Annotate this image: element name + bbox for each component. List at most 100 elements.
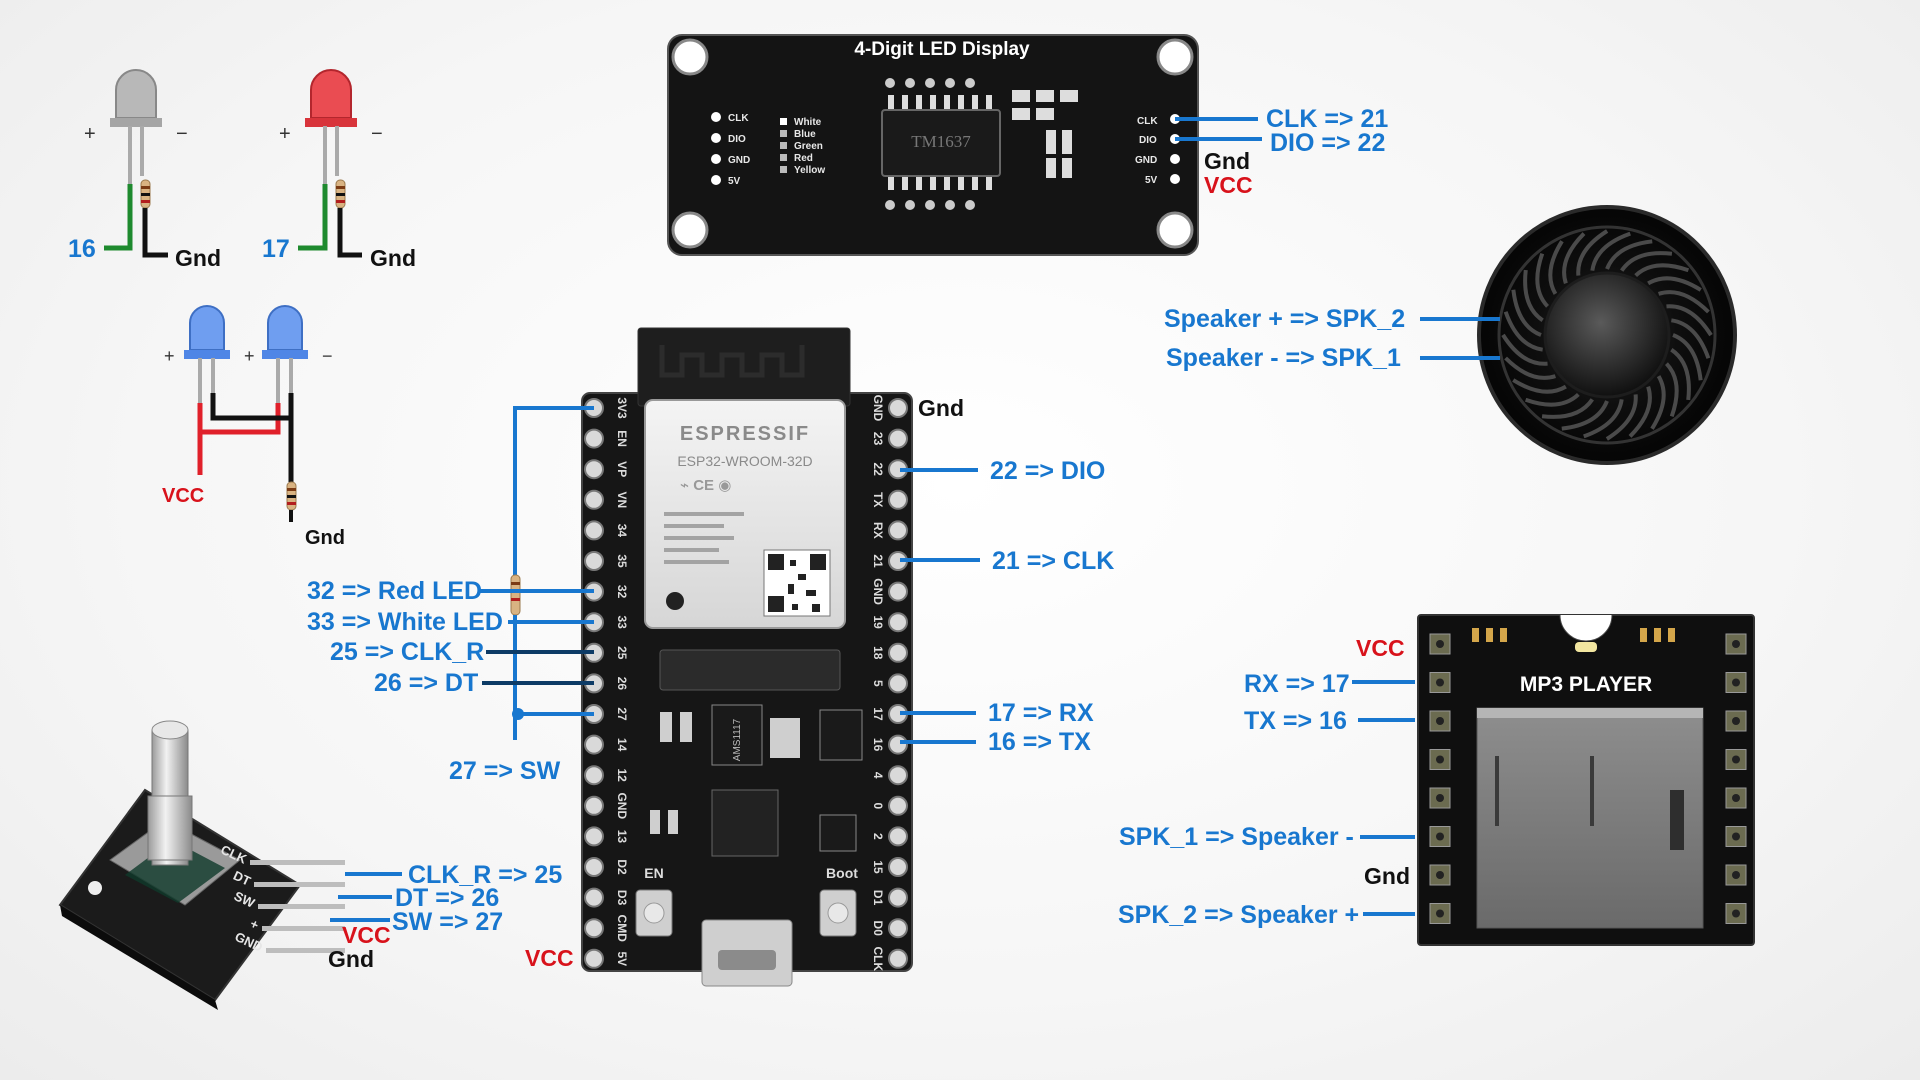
speaker-minus-label: Speaker - => SPK_1	[1166, 344, 1401, 372]
legend-green: Green	[794, 141, 823, 152]
speaker-ridge	[1647, 276, 1702, 292]
esp-left-pin	[584, 734, 604, 755]
esp-left-pin	[584, 489, 604, 510]
esp-left-pin-label: D3	[615, 890, 629, 906]
esp-right-pin	[888, 612, 908, 633]
led-icon	[267, 305, 303, 351]
esp-right-pin	[888, 826, 908, 847]
legend-blue: Blue	[794, 129, 816, 140]
mount-hole-icon	[671, 38, 709, 76]
encoder-vcc-label: VCC	[342, 922, 391, 948]
display-vcc-label: VCC	[1204, 172, 1253, 198]
esp-label-27: 27 => SW	[449, 757, 561, 785]
speaker-ridge	[1628, 385, 1652, 438]
blue-led-pair: + + −	[164, 305, 333, 403]
esp-left-pin	[584, 795, 604, 816]
esp-left-pin-label: 12	[615, 769, 629, 783]
speaker-ridge	[1561, 400, 1609, 431]
esp-brand: ESPRESSIF	[680, 423, 810, 445]
esp-right-pin-label: D0	[871, 921, 885, 937]
mp3-player-module: MP3 PLAYER	[1417, 614, 1755, 946]
esp-left-pin-label: GND	[615, 792, 629, 819]
esp-right-pin-label: 18	[871, 646, 885, 660]
esp-right-pin-label: 16	[871, 738, 885, 752]
legend-white: White	[794, 117, 822, 128]
display-pin-clk: CLK	[728, 113, 749, 124]
led-plus: +	[164, 346, 175, 366]
esp-left-pin-label: 5V	[615, 951, 629, 966]
esp-left-pin-label: 3V3	[615, 397, 629, 419]
mount-hole-icon	[1156, 38, 1194, 76]
esp-right-pin-label: 19	[871, 616, 885, 630]
esp-right-pin	[888, 398, 908, 418]
encoder-gnd-label: Gnd	[328, 946, 374, 972]
esp-right-pin	[888, 795, 908, 816]
esp-right-pin-label: 21	[871, 554, 885, 568]
esp-right-pin	[888, 857, 908, 877]
esp-right-pin-label: GND	[871, 578, 885, 605]
encoder-pin	[250, 860, 345, 865]
speaker-ridge	[1576, 229, 1609, 276]
esp-label-32: 32 => Red LED	[307, 577, 482, 605]
esp-right-pin	[888, 489, 908, 510]
mp3-rx-label: RX => 17	[1244, 670, 1350, 698]
blue-led-gnd: Gnd	[305, 527, 345, 549]
esp-right-pin-label: TX	[871, 492, 885, 507]
speaker-ridge	[1670, 348, 1691, 401]
mp3-spk2-label: SPK_2 => Speaker +	[1118, 901, 1359, 929]
blue-led-vcc: VCC	[162, 485, 204, 507]
esp-gnd-label: Gnd	[918, 395, 964, 421]
speaker-ridge	[1590, 231, 1631, 272]
speaker-ridge	[1634, 263, 1690, 278]
speaker-ridge	[1666, 304, 1713, 337]
esp-left-pin	[584, 520, 604, 541]
esp-left-pin	[584, 551, 604, 571]
esp-left-pin-label: EN	[615, 430, 629, 447]
speaker-ridge	[1670, 318, 1711, 359]
display-rpin-5v: 5V	[1145, 175, 1158, 186]
module-dot	[666, 592, 684, 610]
speaker	[1477, 205, 1737, 465]
esp-right-pin-label: 4	[871, 772, 885, 779]
esp-right-pin-label: 15	[871, 860, 885, 874]
esp-left-pin-label: 14	[615, 738, 629, 752]
red-led: + −	[279, 69, 383, 209]
red-led-pin: 17	[262, 235, 290, 263]
esp-right-pin-label: GND	[871, 395, 885, 422]
white-led-gnd: Gnd	[175, 245, 221, 271]
speaker-icon	[1543, 271, 1671, 399]
speaker-ridge	[1650, 375, 1666, 430]
esp-left-pin-label: 26	[615, 677, 629, 691]
speaker-ridge	[1503, 311, 1544, 352]
mount-hole-icon	[671, 211, 709, 249]
esp-right-pin-label: 22	[871, 463, 885, 477]
esp-label-16: 16 => TX	[988, 728, 1091, 756]
speaker-ridge	[1523, 269, 1544, 322]
led-minus: −	[322, 346, 333, 366]
display-dio-label: DIO => 22	[1270, 129, 1385, 157]
esp-left-pin-label: 13	[615, 830, 629, 844]
led-plus: +	[84, 123, 96, 145]
esp-label-26: 26 => DT	[374, 669, 478, 697]
speaker-ridge	[1535, 252, 1550, 308]
esp-left-pin	[584, 826, 604, 847]
esp-left-pin-label: 35	[615, 554, 629, 568]
white-led: + −	[84, 69, 188, 209]
esp-right-pin	[888, 520, 908, 541]
esp-left-pin	[584, 428, 604, 449]
mp3-spk1-label: SPK_1 => Speaker -	[1119, 823, 1354, 851]
esp-right-pin-label: CLK	[871, 946, 885, 971]
speaker-ridge	[1512, 378, 1567, 394]
esp-right-pin-label: 23	[871, 432, 885, 446]
display-rpin-dio: DIO	[1139, 135, 1157, 146]
encoder-sw-label: SW => 27	[392, 908, 503, 936]
esp-right-pin	[888, 581, 908, 602]
esp-left-pin-label: 34	[615, 524, 629, 538]
esp32-left-header: 3V3ENVPVN343532332526271412GND13D2D3CMD5…	[584, 397, 629, 969]
mp3-vcc-label: VCC	[1356, 635, 1405, 661]
esp-right-pin-label: 2	[871, 833, 885, 840]
led-display-module: 4-Digit LED Display CLK DIO GND 5V White…	[667, 34, 1199, 256]
white-led-pin: 16	[68, 235, 96, 263]
esp-right-pin	[888, 948, 908, 969]
